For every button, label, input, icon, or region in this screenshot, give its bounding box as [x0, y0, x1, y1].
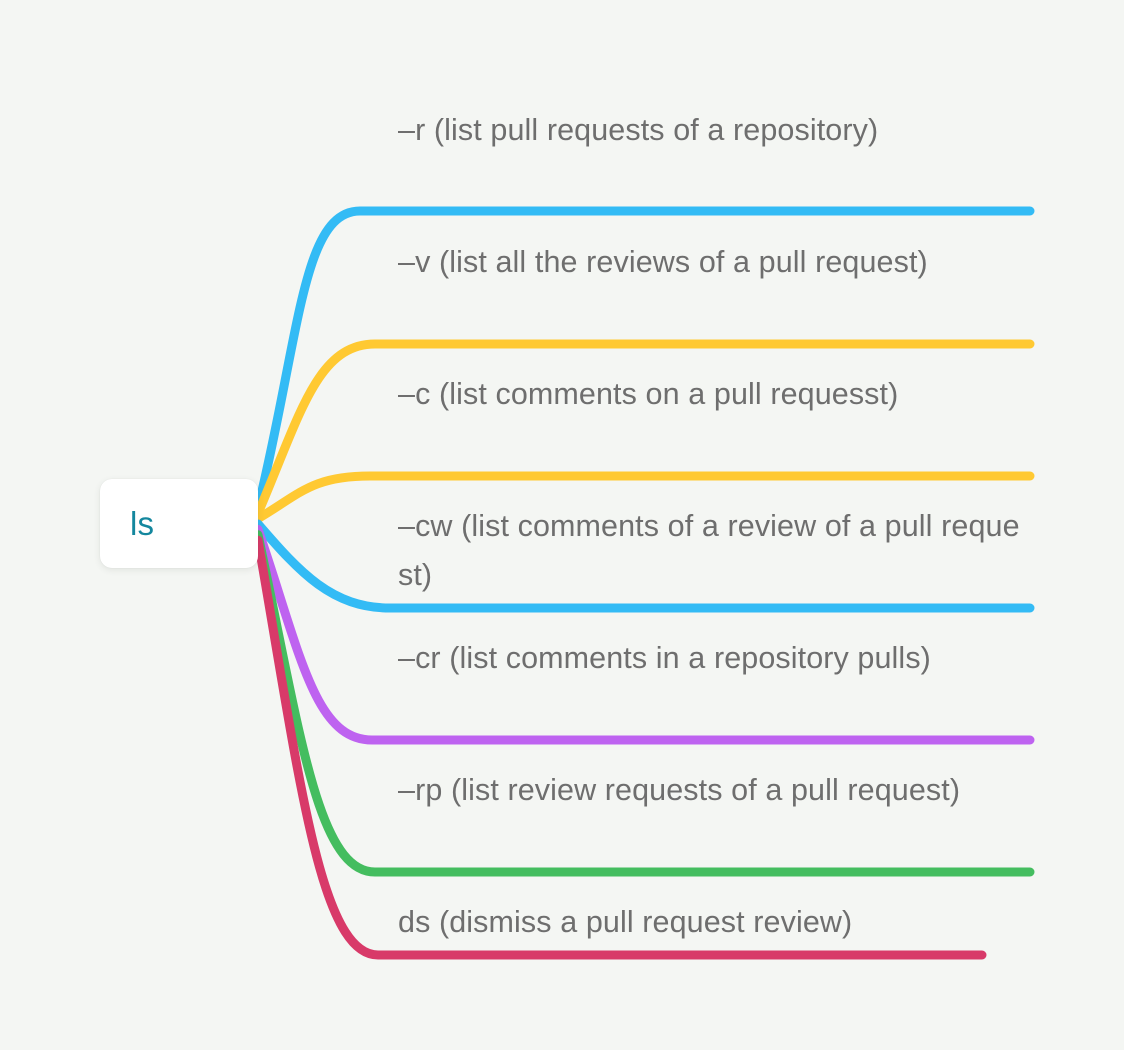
leaf-node-branch-cw[interactable]: –cw (list comments of a review of a pull…: [398, 509, 1020, 592]
root-node-label: ls: [130, 505, 155, 542]
edge-branch-ds: [253, 535, 987, 960]
leaf-node-branch-c[interactable]: –c (list comments on a pull requesst): [398, 377, 899, 411]
leaf-node-branch-rp[interactable]: –rp (list review requests of a pull requ…: [398, 773, 961, 807]
leaf-node-branch-ds[interactable]: ds (dismiss a pull request review): [398, 905, 853, 939]
leaf-node-branch-v[interactable]: –v (list all the reviews of a pull reque…: [398, 245, 928, 279]
root-node[interactable]: ls: [100, 479, 258, 568]
leaf-node-branch-r[interactable]: –r (list pull requests of a repository): [398, 113, 879, 147]
leaf-node-branch-cr[interactable]: –cr (list comments in a repository pulls…: [398, 641, 931, 675]
